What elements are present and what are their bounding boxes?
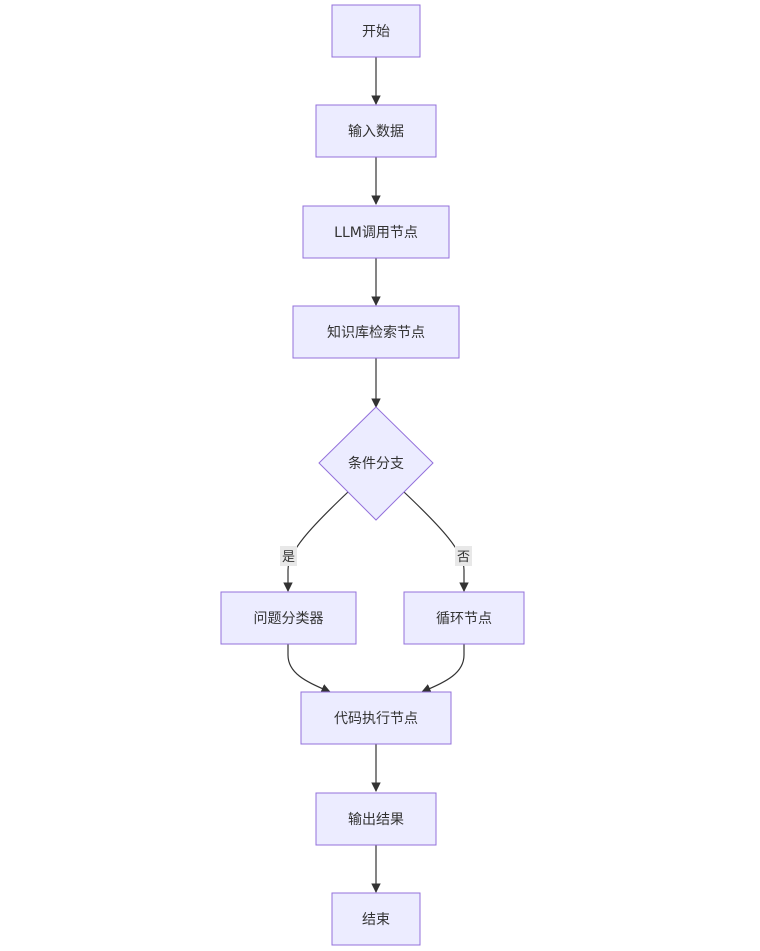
node-loop: 循环节点: [403, 591, 525, 645]
node-llm: LLM调用节点: [302, 205, 450, 259]
node-end: 结束: [331, 892, 421, 946]
node-input: 输入数据: [315, 104, 437, 158]
node-kb-label: 知识库检索节点: [327, 324, 425, 341]
node-loop-label: 循环节点: [436, 611, 492, 627]
edge-label-yes-text: 是: [282, 550, 295, 565]
edges: [283, 57, 469, 893]
edge-classifier-code: [287, 644, 331, 693]
node-output: 输出结果: [315, 792, 437, 846]
node-code: 代码执行节点: [300, 691, 452, 745]
edge-cond-loop: [403, 491, 469, 592]
edge-label-yes: 是: [280, 546, 297, 566]
node-code-label: 代码执行节点: [334, 711, 418, 727]
edge-label-no-text: 否: [457, 550, 470, 565]
node-classifier: 问题分类器: [220, 591, 357, 645]
node-end-label: 结束: [362, 912, 390, 928]
node-classifier-label: 问题分类器: [254, 611, 324, 627]
edge-cond-classifier: [283, 491, 349, 592]
node-input-label: 输入数据: [348, 124, 404, 140]
node-cond-label: 条件分支: [348, 455, 404, 472]
edge-loop-code: [421, 644, 465, 693]
node-start: 开始: [331, 4, 421, 58]
edge-label-no: 否: [455, 546, 472, 566]
node-output-label: 输出结果: [348, 812, 404, 828]
node-kb: 知识库检索节点: [292, 305, 460, 359]
node-start-label: 开始: [362, 24, 390, 40]
node-llm-label: LLM调用节点: [334, 225, 418, 241]
node-condition-diamond: 条件分支: [318, 406, 434, 521]
